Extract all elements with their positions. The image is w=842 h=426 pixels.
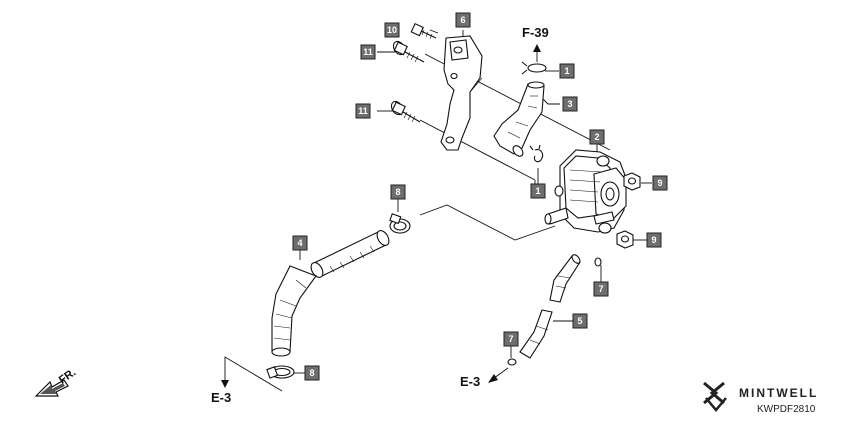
svg-text:8: 8 — [395, 187, 400, 197]
callout-11-upper: 11 — [360, 44, 376, 60]
callout-9-lower: 9 — [646, 232, 662, 248]
callout-3: 3 — [562, 96, 578, 112]
clamp-upper-icon — [389, 213, 411, 234]
bolt-11-lower-icon — [390, 100, 421, 123]
svg-text:7: 7 — [508, 334, 513, 344]
diagram-code: KWPDF2810 — [757, 404, 816, 415]
upper-hose-icon — [493, 81, 545, 157]
ref-e3-right: E-3 — [460, 374, 480, 389]
callout-4: 4 — [292, 235, 308, 251]
callout-7-lower: 7 — [503, 331, 519, 347]
svg-text:11: 11 — [358, 106, 368, 116]
svg-text:11: 11 — [363, 47, 373, 57]
ref-e3-left: E-3 — [211, 390, 231, 405]
nut-9-lower-icon — [616, 230, 634, 249]
callout-5: 5 — [572, 313, 588, 329]
svg-text:6: 6 — [460, 15, 465, 25]
mintwell-logo-icon — [703, 381, 727, 412]
main-hose-icon — [271, 230, 390, 357]
svg-text:2: 2 — [594, 132, 599, 142]
svg-text:5: 5 — [577, 316, 582, 326]
f39-arrow-icon — [533, 44, 541, 52]
svg-text:9: 9 — [651, 235, 656, 245]
small-hose-lower-icon — [507, 309, 553, 366]
callout-2: 2 — [589, 129, 605, 145]
callout-10: 10 — [384, 22, 400, 38]
e3-right-arrow-icon — [488, 367, 509, 383]
callout-7-upper: 7 — [593, 281, 609, 297]
svg-text:9: 9 — [657, 178, 662, 188]
svg-text:1: 1 — [564, 66, 569, 76]
svg-text:3: 3 — [567, 99, 572, 109]
svg-text:7: 7 — [598, 284, 603, 294]
fuel-pump-icon — [544, 149, 627, 234]
callout-6: 6 — [455, 12, 471, 28]
bolt-10-icon — [410, 22, 437, 40]
nut-9-upper-icon — [623, 172, 641, 191]
callout-1-lower: 1 — [530, 183, 546, 199]
callout-8-lower: 8 — [304, 365, 320, 381]
callout-9-upper: 9 — [652, 175, 668, 191]
callout-1-upper: 1 — [559, 63, 575, 79]
svg-text:1: 1 — [535, 186, 540, 196]
callout-8-upper: 8 — [390, 184, 406, 200]
ref-f39: F-39 — [522, 25, 549, 40]
bolt-11-upper-icon — [392, 40, 425, 63]
svg-text:4: 4 — [297, 238, 302, 248]
clip-lower-icon — [529, 144, 544, 163]
bracket-icon — [440, 35, 483, 151]
small-hose-upper-icon — [549, 254, 602, 303]
e3-left-arrow-icon — [221, 380, 229, 388]
svg-text:10: 10 — [387, 25, 397, 35]
clamp-lower-icon — [266, 365, 295, 379]
callout-11-lower: 11 — [355, 103, 371, 119]
svg-text:8: 8 — [309, 368, 314, 378]
clip-upper-icon — [521, 61, 547, 75]
brand-name: MINTWELL — [739, 386, 818, 400]
front-direction-arrow-icon — [34, 379, 69, 397]
